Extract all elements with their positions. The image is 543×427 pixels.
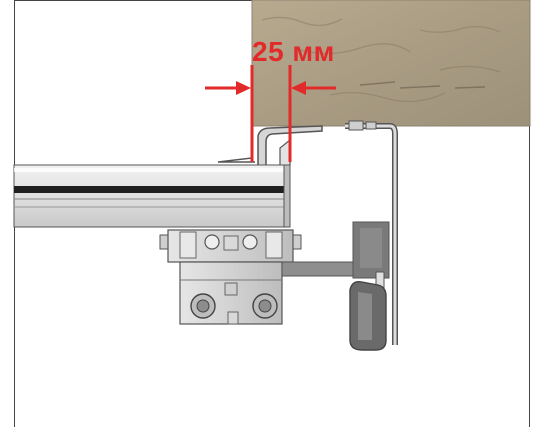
dimension-label: 25 мм	[252, 36, 335, 67]
connecting-arm	[281, 261, 359, 277]
dimension-arrowhead-right	[291, 81, 306, 95]
bracket-bolt	[348, 120, 364, 131]
ceiling-bracket	[345, 120, 398, 345]
dimension-arrowhead-left	[236, 81, 251, 95]
ceiling-block	[251, 0, 531, 127]
end-stop	[349, 221, 390, 351]
glider-carriage	[159, 229, 302, 325]
curtain-rail	[13, 164, 291, 228]
rail-clip	[217, 125, 323, 165]
glider-wheel-left	[204, 234, 220, 250]
rail-dark-stripe	[14, 186, 290, 193]
glider-wheel-right	[242, 234, 258, 250]
dimension-marker	[205, 65, 336, 162]
